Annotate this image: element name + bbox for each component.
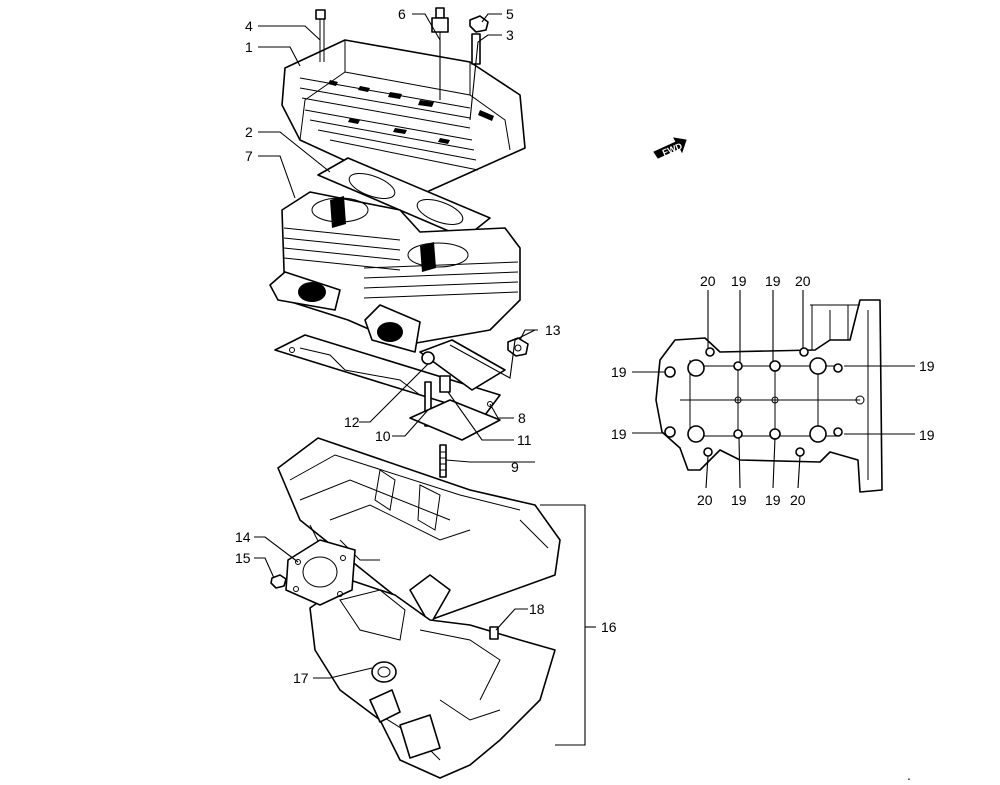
callout-label: 11 bbox=[517, 432, 532, 448]
cylinder-head bbox=[281, 39, 526, 196]
callout-label: 19 bbox=[765, 273, 781, 289]
callout-label: 17 bbox=[293, 670, 309, 686]
callout-label: 19 bbox=[919, 358, 935, 374]
head-gasket bbox=[317, 157, 491, 239]
detail-callouts: 20 19 19 20 19 19 19 19 20 19 19 20 bbox=[611, 273, 935, 508]
callout-label: 4 bbox=[245, 18, 253, 34]
fwd-arrow-icon bbox=[653, 137, 687, 159]
callout-label: 19 bbox=[731, 492, 747, 508]
callout-label: 13 bbox=[545, 322, 561, 338]
fwd-label: FWD bbox=[661, 141, 684, 158]
callout-label: 19 bbox=[611, 426, 627, 442]
callout-label: 16 bbox=[601, 619, 617, 635]
callout-label: 7 bbox=[245, 148, 253, 164]
cylinder-block bbox=[269, 191, 521, 353]
callout-label: 20 bbox=[795, 273, 811, 289]
callout-label: 19 bbox=[611, 364, 627, 380]
callout-label: 19 bbox=[731, 273, 747, 289]
detail-leader-lines bbox=[632, 290, 915, 489]
callout-label: 19 bbox=[765, 492, 781, 508]
callout-label: 3 bbox=[506, 27, 514, 43]
crankcase bbox=[277, 437, 561, 779]
base-flange bbox=[409, 399, 501, 441]
callout-label: 9 bbox=[511, 459, 519, 475]
spacer-plate bbox=[419, 339, 506, 391]
callout-label: 19 bbox=[919, 427, 935, 443]
head-cooling-fins bbox=[299, 77, 494, 171]
callout-label: 5 bbox=[506, 6, 514, 22]
dowel-pin bbox=[489, 626, 499, 640]
base-gasket bbox=[274, 334, 501, 416]
sleeve-11 bbox=[439, 375, 451, 393]
crankcase-stud bbox=[439, 444, 447, 478]
nut-13 bbox=[507, 337, 529, 357]
callout-label: 10 bbox=[375, 428, 391, 444]
callout-label: 14 bbox=[235, 529, 251, 545]
callout-label: 20 bbox=[697, 492, 713, 508]
callout-label: 18 bbox=[529, 601, 545, 617]
footnote-mark: . bbox=[907, 767, 911, 783]
crankcase-detail-view bbox=[655, 299, 883, 493]
callout-label: 8 bbox=[518, 410, 526, 426]
exploded-callouts: 9 4 1 6 5 3 2 7 13 12 10 8 11 14 15 18 1… bbox=[235, 6, 617, 686]
callout-label: 1 bbox=[245, 39, 253, 55]
intake-flange bbox=[285, 539, 356, 606]
callout-label: 2 bbox=[245, 124, 253, 140]
callout-label: 20 bbox=[700, 273, 716, 289]
head-bolt bbox=[315, 9, 326, 62]
callout-label: 6 bbox=[398, 6, 406, 22]
leader-lines bbox=[254, 13, 596, 746]
cylinder-cooling-fins bbox=[283, 227, 519, 299]
callout-label: 20 bbox=[790, 492, 806, 508]
callout-label: 12 bbox=[344, 414, 360, 430]
washer-12 bbox=[421, 351, 435, 365]
callout-label: 15 bbox=[235, 550, 251, 566]
flange-bolt bbox=[270, 574, 287, 589]
